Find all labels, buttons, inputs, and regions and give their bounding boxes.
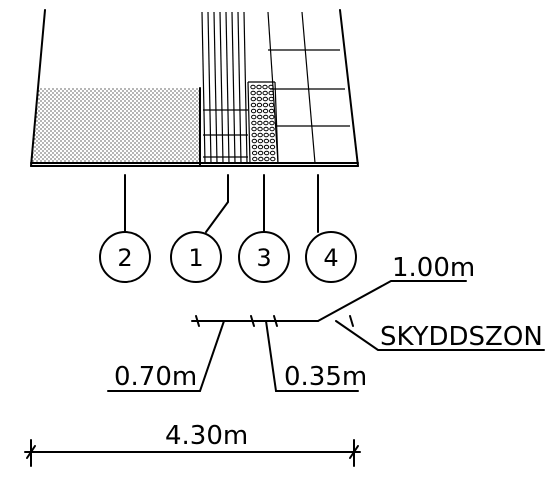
callout-circle-1 (170, 231, 222, 283)
total-dimension-right-slash (349, 445, 359, 459)
tactile-dot (258, 156, 264, 162)
tactile-dot (251, 144, 258, 150)
tactile-dot (250, 90, 256, 96)
tactile-dot (251, 132, 257, 138)
tactile-dot (251, 114, 257, 120)
tactile-dot (257, 114, 263, 120)
tactile-dot (262, 96, 268, 102)
tactile-dot (256, 96, 262, 102)
tactile-dot (256, 102, 263, 108)
leader-zone-label (335, 320, 545, 351)
middle-zone-label: 0.35m (284, 362, 367, 392)
leader-middle-zone (265, 320, 359, 392)
tactile-dot (264, 156, 270, 162)
total-dimension: 4.30m (24, 421, 361, 467)
tactile-dot (262, 102, 269, 108)
tactile-dot (250, 108, 257, 114)
leader-1 (205, 174, 229, 233)
tactile-dot (257, 120, 263, 126)
tactile-dot (256, 108, 263, 114)
tactile-dot (256, 84, 262, 90)
tactile-dot (252, 156, 258, 162)
tactile-dot (269, 138, 276, 144)
tactile-dot (269, 132, 275, 138)
tactile-dot (263, 150, 270, 156)
left-zone-label: 0.70m (114, 362, 197, 392)
tactile-dot (250, 102, 257, 108)
zone-1-ribbed-strip (201, 11, 248, 164)
tactile-dot (269, 144, 276, 150)
tactile-dot (263, 138, 270, 144)
tick-3 (349, 315, 354, 327)
tactile-dot (263, 120, 269, 126)
tactile-dot (257, 144, 264, 150)
tactile-dot (262, 90, 268, 96)
tactile-dot (250, 96, 257, 102)
tactile-dot (257, 150, 264, 156)
tactile-dot (263, 132, 269, 138)
zone-2-dotted-area (31, 88, 200, 163)
tactile-dot (257, 126, 263, 132)
tactile-dot (256, 90, 262, 96)
tactile-dot (250, 84, 256, 90)
tick-2 (273, 315, 278, 327)
callout-circle-3 (238, 231, 290, 283)
tactile-dot (257, 132, 263, 138)
leader-safety-width (317, 280, 467, 322)
tactile-dot (263, 126, 269, 132)
tactile-dot (263, 144, 270, 150)
total-dimension-left-slash (26, 445, 36, 459)
tactile-dot (269, 150, 276, 156)
callout-label-2: 2 (117, 244, 132, 272)
tactile-dot (269, 114, 275, 120)
leader-left-zone (107, 320, 225, 392)
callout-label-1: 1 (188, 244, 203, 272)
tactile-dot (270, 156, 276, 162)
tactile-dot (262, 108, 269, 114)
tactile-dot (257, 138, 264, 144)
tick-0 (195, 315, 200, 327)
tick-1 (250, 315, 255, 327)
zone-label: SKYDDSZON (380, 322, 543, 352)
callout-circle-4 (305, 231, 357, 283)
tactile-dot (251, 138, 258, 144)
tactile-dot (268, 108, 275, 114)
tactile-dot (269, 126, 275, 132)
tactile-dot (268, 96, 274, 102)
callout-circles: 2 1 3 4 (99, 231, 357, 283)
callout-label-3: 3 (256, 244, 271, 272)
tactile-dot (268, 102, 275, 108)
zone-4-tile-grid (267, 11, 350, 164)
tactile-dot (262, 84, 268, 90)
tactile-dot (263, 114, 269, 120)
tactile-dot (251, 126, 257, 132)
tactile-dot (251, 150, 258, 156)
tactile-dot (269, 120, 275, 126)
zone-3-tactile-dots (247, 81, 279, 164)
callout-circle-2 (99, 231, 151, 283)
total-width-label: 4.30m (165, 421, 248, 451)
zone-dimension-chain: 1.00m SKYDDSZON 0.70m 0.35m (107, 253, 545, 392)
platform-plan (30, 9, 359, 167)
callout-label-4: 4 (323, 244, 338, 272)
leader-lines (124, 174, 319, 233)
safety-width-label: 1.00m (392, 253, 475, 283)
platform-right-edge (339, 9, 359, 167)
tactile-dot (251, 120, 257, 126)
